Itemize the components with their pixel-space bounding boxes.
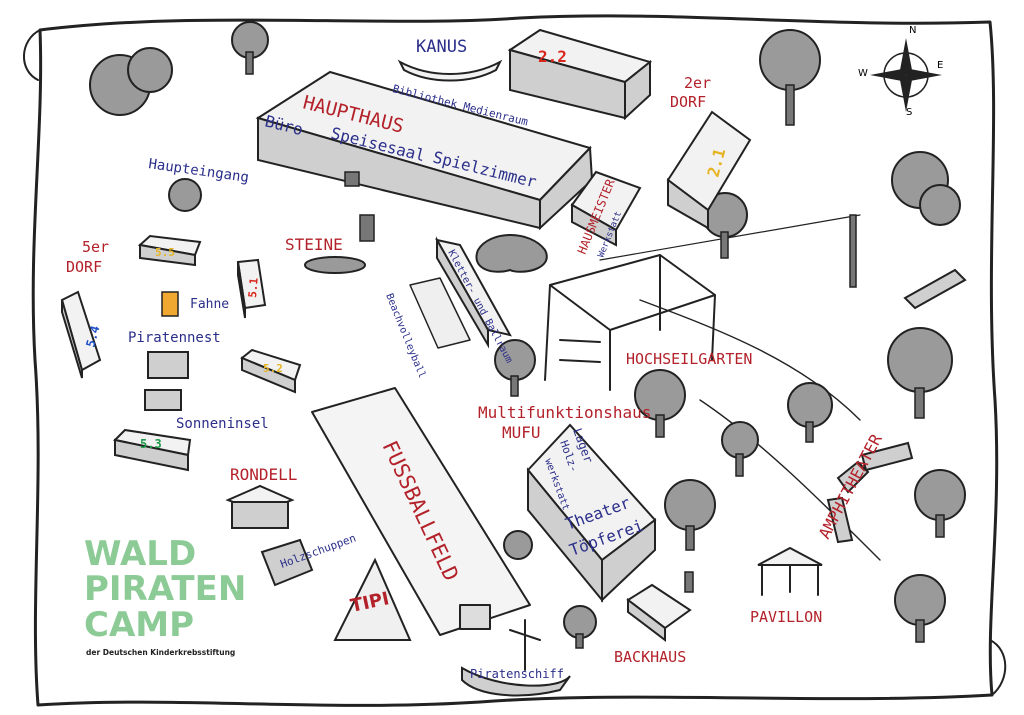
compass-w: W [858, 68, 868, 79]
canoe [397, 59, 503, 82]
compass-e: E [937, 60, 943, 71]
rondell [225, 484, 295, 529]
pavillon [757, 546, 823, 596]
wood-shed [260, 538, 314, 587]
stones [304, 214, 375, 274]
building-2-1 [666, 110, 752, 230]
building-5-5 [137, 234, 202, 267]
label-sonneninsel: Sonneninsel [176, 416, 269, 432]
amphitheater [826, 441, 914, 544]
label-multifunktionshaus: Multifunktionshaus [478, 403, 651, 422]
logo-wald: WALD [84, 534, 196, 574]
label-haupteingang: Haupteingang [147, 156, 249, 186]
compass-rose: N E S W [858, 25, 943, 118]
flag [161, 291, 179, 317]
number-5-3: 5.3 [140, 437, 162, 451]
label-piratenschiff: Piratenschiff [470, 667, 564, 681]
zipline-pole [849, 214, 857, 288]
building-mufu [526, 423, 657, 603]
number-5-1: 5.1 [246, 277, 261, 298]
label-2er-dorf: DORF [670, 93, 706, 111]
scroll-curl-bottom-right [989, 639, 1007, 696]
number-2-2: 2.2 [538, 47, 567, 66]
building-2-2 [507, 28, 653, 121]
number-5-2: 5.2 [263, 362, 283, 375]
compass-s: S [906, 107, 912, 118]
goal [459, 604, 491, 630]
building-haupthaus [255, 70, 594, 231]
meadow-line-2 [699, 399, 881, 561]
label-2er: 2er [684, 74, 711, 92]
label-5er-dorf: DORF [66, 258, 102, 276]
bench [903, 268, 967, 310]
building-kletter-ballraum [435, 236, 512, 349]
number-5-5: 5.5 [155, 246, 175, 259]
label-pavillon: PAVILLON [750, 608, 822, 626]
logo-subtitle: der Deutschen Kinderkrebsstiftung [86, 648, 235, 657]
label-kanus: KANUS [416, 37, 467, 57]
scroll-curl-top-left [23, 29, 41, 81]
label-backhaus: BACKHAUS [614, 648, 686, 666]
label-amphitheater: AMPHITHEATER [815, 431, 886, 542]
building-5-3 [112, 428, 192, 472]
rock-garden [475, 234, 548, 273]
label-5er: 5er [82, 238, 109, 256]
sun-island [144, 389, 182, 411]
pirate-nest [147, 351, 189, 379]
pirate-ship [461, 619, 571, 697]
label-fahne: Fahne [190, 297, 229, 312]
zipline [599, 214, 861, 261]
label-steine: STEINE [285, 235, 343, 254]
building-5-2 [240, 348, 302, 394]
logo-camp: CAMP [84, 605, 194, 645]
beachvolleyball-court [409, 277, 471, 349]
meadow-line [639, 299, 861, 421]
label-piratennest: Piratennest [128, 330, 221, 346]
football-field [311, 387, 531, 636]
building-hausmeister [570, 170, 642, 247]
number-5-4: 5.4 [83, 324, 102, 349]
tree-group [89, 21, 966, 649]
label-mufu: MUFU [502, 423, 541, 442]
logo-piraten: PIRATEN [84, 569, 246, 609]
high-ropes-course [544, 254, 716, 391]
label-hochseilgarten: HOCHSEILGARTEN [626, 350, 752, 368]
compass-n: N [909, 25, 916, 36]
tipi [333, 557, 412, 641]
building-5-1 [236, 258, 267, 319]
building-5-4 [60, 290, 102, 379]
label-rondell: RONDELL [230, 465, 297, 484]
building-backhaus [626, 571, 694, 643]
